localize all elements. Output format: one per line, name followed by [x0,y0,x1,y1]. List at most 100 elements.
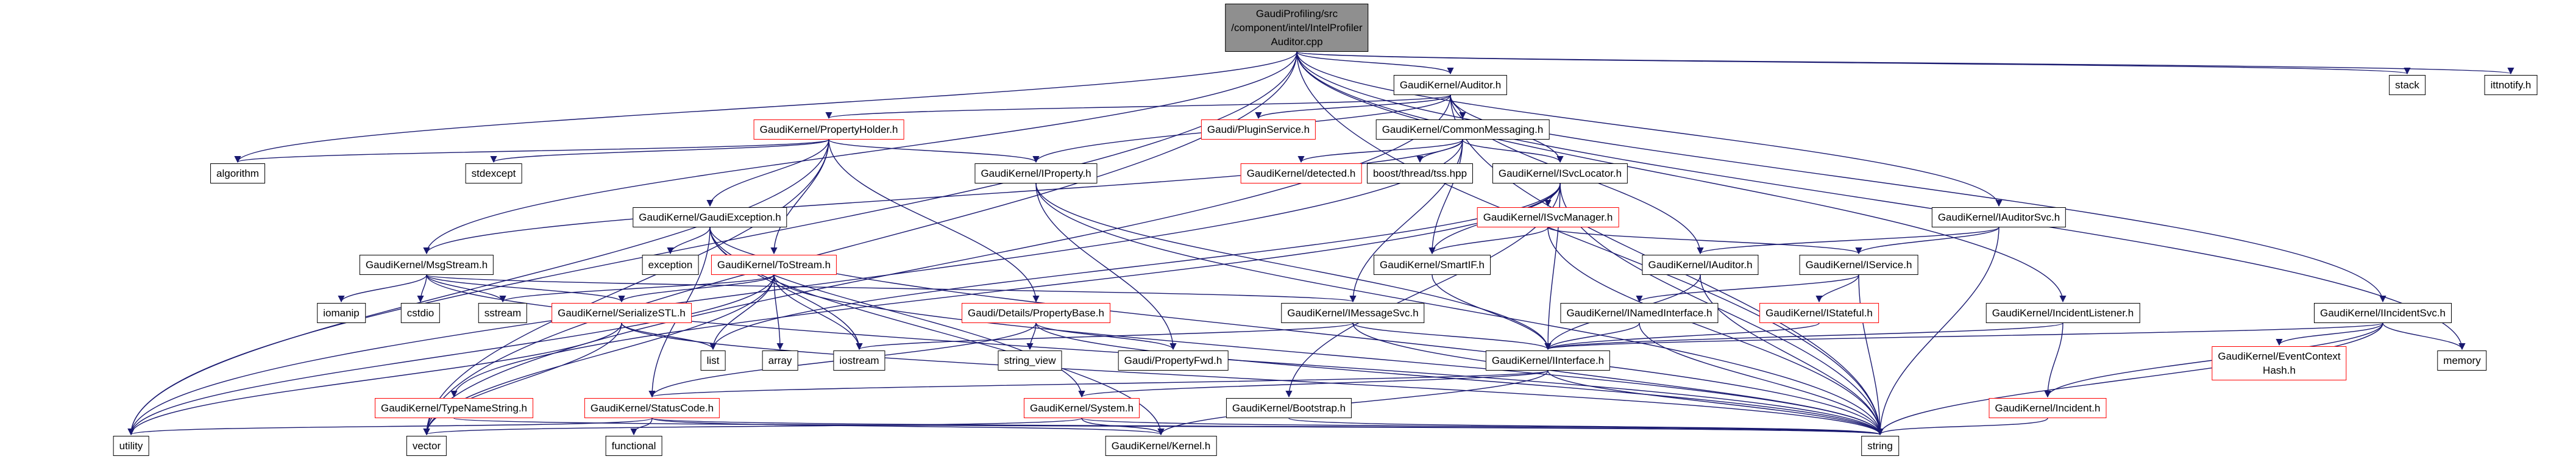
node-label: stdexcept [471,168,516,179]
node-label: GaudiKernel/detected.h [1246,168,1356,179]
node-msgstream_h[interactable]: GaudiKernel/MsgStream.h [359,255,494,275]
node-tss_hpp[interactable]: boost/thread/tss.hpp [1366,163,1474,183]
node-label: vector [412,440,441,452]
node-commonmessaging_h[interactable]: GaudiKernel/CommonMessaging.h [1375,119,1550,140]
edge-serializestl_h-utility [127,322,622,436]
node-utility[interactable]: utility [113,436,149,456]
edge-main-memory [1296,51,2466,350]
node-list[interactable]: list [700,350,726,371]
node-label: GaudiKernel/IProperty.h [981,168,1091,179]
node-memory[interactable]: memory [2437,350,2487,371]
edge-main-algorithm [234,51,1297,163]
node-algorithm[interactable]: algorithm [210,163,265,183]
edge-iincidentsvc_h-iinterface_h [1545,322,2383,350]
edge-istateful_h-iinterface_h [1544,322,1820,350]
node-label: iomanip [323,307,360,319]
edge-commonmessaging_h-isvclocator_h [1462,139,1564,163]
edge-main-ittnotify_h [1296,51,2514,75]
node-label: GaudiKernel/TypeNameString.h [380,402,528,414]
node-label: stack [2395,79,2419,91]
node-iauditor_h[interactable]: GaudiKernel/IAuditor.h [1642,255,1759,275]
node-ittnotify_h[interactable]: ittnotify.h [2484,75,2538,95]
node-label: GaudiKernel/IMessageSvc.h [1287,307,1419,319]
node-system_h[interactable]: GaudiKernel/System.h [1023,398,1140,418]
edge-main-msgstream_h [423,51,1297,255]
node-auditor_h[interactable]: GaudiKernel/Auditor.h [1393,75,1508,95]
edge-commonmessaging_h-msgstream_h [423,139,1463,255]
node-tostream_h[interactable]: GaudiKernel/ToStream.h [711,255,837,275]
edge-auditor_h-propertyholder_h [825,94,1451,119]
node-inamedinterface_h[interactable]: GaudiKernel/INamedInterface.h [1560,303,1719,323]
edge-gaudiexception_h-iostream [709,227,863,350]
node-iomanip[interactable]: iomanip [317,303,366,323]
edge-incident_h-string [1876,418,2048,436]
edge-statuscode_h-kernel_h [651,418,1165,436]
edge-tostream_h-serializestl_h [618,274,775,303]
node-smartif_h[interactable]: GaudiKernel/SmartIF.h [1374,255,1491,275]
node-isvcmanager_h[interactable]: GaudiKernel/ISvcManager.h [1477,207,1619,227]
node-label: GaudiKernel/CommonMessaging.h [1382,124,1544,135]
node-string[interactable]: string [1861,436,1899,456]
node-array[interactable]: array [762,350,798,371]
edge-propertybase_h-string_view [1026,322,1037,350]
node-iincidentsvc_h[interactable]: GaudiKernel/IIncidentSvc.h [2313,303,2452,323]
node-istateful_h[interactable]: GaudiKernel/IStateful.h [1759,303,1879,323]
edge-propertyholder_h-stdexcept [490,139,829,163]
edge-iservice_h-string [1858,274,1884,436]
node-label: GaudiKernel/PropertyHolder.h [759,124,898,135]
node-label: Auditor.cpp [1271,36,1323,48]
edge-auditor_h-vector [423,94,1451,436]
node-incidentlistener_h[interactable]: GaudiKernel/IncidentListener.h [1985,303,2140,323]
edge-isvcmanager_h-iservice_h [1547,227,1862,255]
node-imessagesvc_h[interactable]: GaudiKernel/IMessageSvc.h [1281,303,1425,323]
node-iinterface_h[interactable]: GaudiKernel/IInterface.h [1485,350,1611,371]
node-label: functional [611,440,656,452]
node-label: sstream [484,307,522,319]
node-detected_h[interactable]: GaudiKernel/detected.h [1240,163,1362,183]
node-gaudiexception_h[interactable]: GaudiKernel/GaudiException.h [633,207,787,227]
edge-main-iauditorsvc_h [1296,51,2003,207]
node-iostream[interactable]: iostream [833,350,885,371]
node-label: GaudiKernel/IIncidentSvc.h [2319,307,2446,319]
node-isvclocator_h[interactable]: GaudiKernel/ISvcLocator.h [1492,163,1628,183]
node-cstdio[interactable]: cstdio [400,303,441,323]
node-exception[interactable]: exception [642,255,699,275]
node-incident_h[interactable]: GaudiKernel/Incident.h [1989,398,2107,418]
node-propertybase_h[interactable]: Gaudi/Details/PropertyBase.h [962,303,1110,323]
node-label: GaudiKernel/GaudiException.h [639,212,781,223]
node-propertyfwd_h[interactable]: Gaudi/PropertyFwd.h [1118,350,1229,371]
node-typenamestring_h[interactable]: GaudiKernel/TypeNameString.h [374,398,534,418]
node-pluginservice_h[interactable]: Gaudi/PluginService.h [1201,119,1316,140]
edge-iauditorsvc_h-iservice_h [1855,227,1999,255]
node-kernel_h[interactable]: GaudiKernel/Kernel.h [1105,436,1217,456]
node-label: GaudiKernel/IAuditor.h [1648,259,1753,271]
edge-main-vector [423,51,1297,436]
node-propertyholder_h[interactable]: GaudiKernel/PropertyHolder.h [753,119,904,140]
node-iauditorsvc_h[interactable]: GaudiKernel/IAuditorSvc.h [1931,207,2067,227]
node-serializestl_h[interactable]: GaudiKernel/SerializeSTL.h [552,303,692,323]
node-bootstrap_h[interactable]: GaudiKernel/Bootstrap.h [1226,398,1352,418]
edge-iauditor_h-string [1700,274,1884,436]
node-label: GaudiKernel/Bootstrap.h [1232,402,1346,414]
node-label: GaudiKernel/ISvcManager.h [1483,212,1613,223]
edge-incidentlistener_h-incident_h [2044,322,2063,398]
node-stdexcept[interactable]: stdexcept [465,163,522,183]
node-vector[interactable]: vector [406,436,447,456]
node-label: Hash.h [2263,365,2296,376]
node-statuscode_h[interactable]: GaudiKernel/StatusCode.h [584,398,720,418]
node-iservice_h[interactable]: GaudiKernel/IService.h [1799,255,1918,275]
edge-propertyholder_h-iproperty_h [828,139,1040,163]
edge-iincidentsvc_h-string [1876,322,2383,436]
node-iproperty_h[interactable]: GaudiKernel/IProperty.h [974,163,1098,183]
node-stack[interactable]: stack [2389,75,2425,95]
edge-tostream_h-sstream [499,274,775,303]
edge-iproperty_h-iinterface_h [1035,183,1552,350]
edge-statuscode_h-utility [127,418,653,436]
node-sstream[interactable]: sstream [478,303,528,323]
edge-auditor_h-pluginservice_h [1255,94,1451,119]
node-main: GaudiProfiling/src/component/intel/Intel… [1225,4,1369,52]
node-functional[interactable]: functional [605,436,662,456]
node-string_view[interactable]: string_view [998,350,1062,371]
edge-iincidentsvc_h-eventcontexthash_h [2276,322,2383,346]
